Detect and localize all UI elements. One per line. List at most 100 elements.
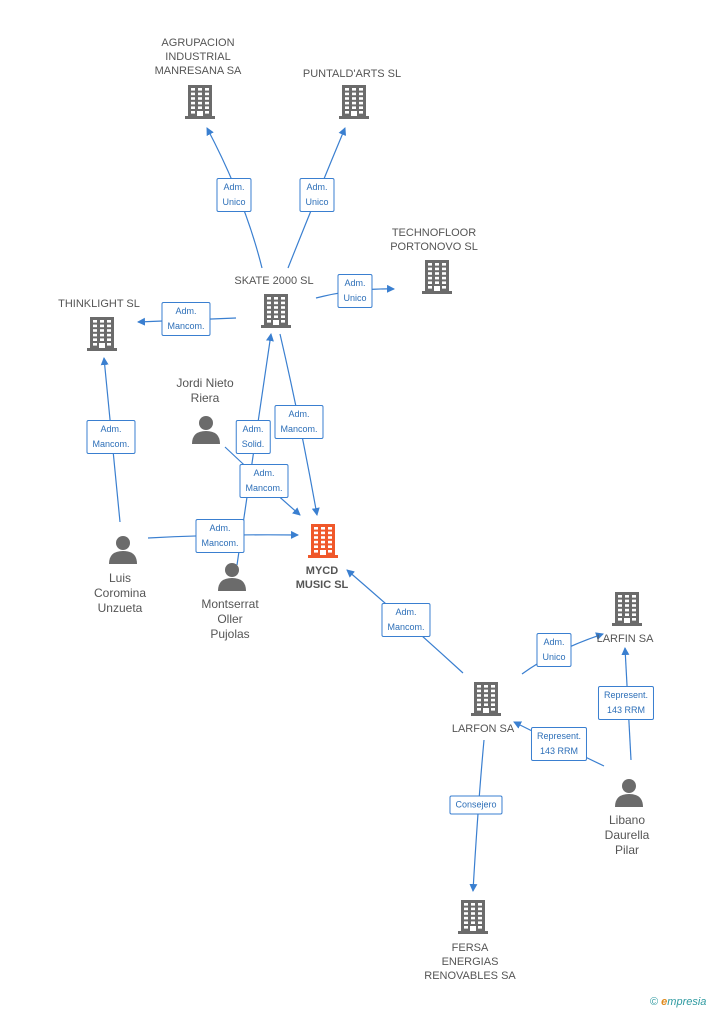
node-label-line: Pujolas: [210, 627, 250, 641]
building-icon-mycd[interactable]: [308, 524, 338, 563]
link-larfon_fersa: [469, 739, 485, 892]
node-label-agrupacion[interactable]: AGRUPACION INDUSTRIAL MANRESANA SA: [155, 36, 242, 78]
node-label-line: SKATE 2000 SL: [234, 275, 314, 287]
edge-label-line: Unico: [542, 652, 566, 662]
node-label-technofloor[interactable]: TECHNOFLOOR PORTONOVO SL: [390, 226, 478, 254]
node-label-line: RENOVABLES SA: [424, 970, 516, 982]
edge-label-line: Mancom.: [167, 321, 205, 331]
node-label-line: FERSA: [451, 942, 489, 954]
person-icon-luis[interactable]: [108, 534, 138, 569]
edge-label-line: Represent.: [603, 690, 649, 700]
edge-label-larfon_larfin[interactable]: Adm. Unico: [536, 633, 572, 667]
edge-label-line: Adm.: [543, 637, 565, 647]
edge-label-line: Adm.: [395, 607, 417, 617]
edge-label-skate_mycd[interactable]: Adm. Mancom.: [274, 405, 324, 439]
empresia-logo[interactable]: © empresia: [650, 996, 706, 1008]
node-label-line: Unzueta: [97, 601, 143, 615]
person-icon-jordi[interactable]: [191, 414, 221, 449]
edge-label-skate_thinklight[interactable]: Adm. Mancom.: [161, 302, 211, 336]
edge-label-larfon_mycd[interactable]: Adm. Mancom.: [381, 603, 431, 637]
edge-label-line: Mancom.: [92, 439, 130, 449]
node-label-larfon[interactable]: LARFON SA: [452, 722, 514, 736]
edge-label-line: Consejero: [455, 799, 497, 810]
edge-label-line: Mancom.: [387, 622, 425, 632]
node-label-skate2000[interactable]: SKATE 2000 SL: [234, 274, 313, 288]
node-label-fersa[interactable]: FERSA ENERGIAS RENOVABLES SA: [424, 941, 516, 983]
node-label-line: MANRESANA SA: [154, 65, 242, 77]
edge-label-skate_puntald[interactable]: Adm. Unico: [299, 178, 335, 212]
edge-label-jordi_mycd[interactable]: Adm. Mancom.: [239, 464, 289, 498]
edge-label-larfon_fersa[interactable]: Consejero: [449, 795, 503, 815]
edge-label-line: Mancom.: [280, 424, 318, 434]
node-label-thinklight[interactable]: THINKLIGHT SL: [58, 297, 140, 311]
edge-label-line: Mancom.: [245, 483, 283, 493]
node-label-line: LARFIN SA: [596, 633, 654, 645]
edge-label-line: Adm.: [344, 278, 366, 288]
node-label-line: Jordi Nieto: [176, 376, 234, 390]
edge-label-line: Adm.: [253, 468, 275, 478]
node-label-line: Montserrat: [201, 597, 259, 611]
person-icon-libano[interactable]: [614, 777, 644, 812]
edge-label-line: Adm.: [242, 424, 264, 434]
node-label-line: Coromina: [93, 586, 147, 600]
node-label-line: ENERGIAS: [441, 956, 499, 968]
node-label-line: AGRUPACION: [161, 37, 235, 49]
building-icon-larfon[interactable]: [471, 682, 501, 721]
node-label-line: PORTONOVO SL: [390, 241, 478, 253]
node-label-line: MYCD: [305, 565, 339, 577]
building-icon-fersa[interactable]: [458, 900, 488, 939]
edge-label-libano_larfon[interactable]: Represent. 143 RRM: [530, 727, 588, 761]
building-icon-skate2000[interactable]: [261, 294, 291, 333]
building-icon-larfin[interactable]: [612, 592, 642, 631]
node-label-line: Riera: [190, 391, 220, 405]
edge-label-skate_agrupacion[interactable]: Adm. Unico: [216, 178, 252, 212]
building-icon-puntaldarts[interactable]: [339, 85, 369, 124]
edge-label-skate_techno[interactable]: Adm. Unico: [337, 274, 373, 308]
building-icon-agrupacion[interactable]: [185, 85, 215, 124]
brand-initial: e: [661, 996, 668, 1008]
node-label-puntaldarts[interactable]: PUNTALD'ARTS SL: [303, 67, 401, 81]
edge-label-line: Adm.: [306, 182, 328, 192]
node-label-line: MUSIC SL: [295, 579, 349, 591]
node-label-line: INDUSTRIAL: [165, 51, 231, 63]
node-label-line: LARFON SA: [451, 723, 515, 735]
edge-label-line: Adm.: [209, 523, 231, 533]
edge-label-line: Mancom.: [201, 538, 239, 548]
node-label-line: Oller: [217, 612, 243, 626]
node-label-line: Libano: [608, 813, 646, 827]
edge-label-luis_mycd[interactable]: Adm. Mancom.: [195, 519, 245, 553]
node-label-line: Pilar: [614, 843, 640, 857]
node-label-line: Daurella: [604, 828, 650, 842]
edge-label-line: Solid.: [241, 439, 265, 449]
edge-label-line: Represent.: [536, 731, 582, 741]
node-label-line: Luis: [108, 571, 131, 585]
edge-label-line: 143 RRM: [606, 705, 645, 715]
edge-label-line: Adm.: [175, 306, 197, 316]
edge-label-line: Adm.: [223, 182, 245, 192]
building-icon-thinklight[interactable]: [87, 317, 117, 356]
edge-label-libano_larfin[interactable]: Represent. 143 RRM: [597, 686, 655, 720]
edge-label-line: Adm.: [288, 409, 310, 419]
edge-label-line: Unico: [305, 197, 329, 207]
node-label-line: TECHNOFLOOR: [391, 227, 477, 239]
building-icon-technofloor[interactable]: [422, 260, 452, 299]
node-label-mycd[interactable]: MYCD MUSIC SL: [296, 564, 349, 592]
copyright-symbol: ©: [650, 996, 659, 1008]
edge-label-line: Unico: [222, 197, 246, 207]
edge-label-line: Adm.: [100, 424, 122, 434]
edge-label-line: Unico: [343, 293, 367, 303]
edge-label-montserrat_skate[interactable]: Adm. Solid.: [235, 420, 271, 454]
node-label-larfin[interactable]: LARFIN SA: [597, 632, 654, 646]
brand-name: mpresia: [667, 996, 707, 1008]
edge-label-line: 143 RRM: [539, 746, 578, 756]
person-icon-montserrat[interactable]: [217, 561, 247, 596]
node-label-line: PUNTALD'ARTS SL: [302, 68, 402, 80]
node-label-line: THINKLIGHT SL: [58, 298, 140, 310]
edge-label-luis_thinklight[interactable]: Adm. Mancom.: [86, 420, 136, 454]
